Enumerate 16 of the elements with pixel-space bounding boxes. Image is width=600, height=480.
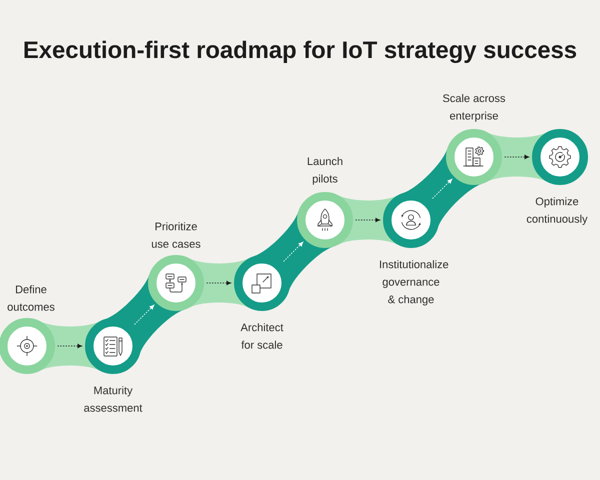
step-label: Prioritize use cases: [152, 222, 200, 248]
step-label: Architect for scale: [240, 323, 284, 349]
arrow: [283, 242, 304, 262]
arrow: [432, 178, 452, 199]
arrow: [57, 344, 82, 348]
arrow: [355, 218, 380, 222]
step-label: Scale across enterprise: [443, 94, 506, 122]
arrow: [206, 280, 232, 286]
step-label: Institutionalize governance & change: [380, 260, 448, 306]
arrow: [504, 154, 530, 160]
step-label: Launch pilots: [308, 157, 342, 185]
title: Execution-first roadmap for IoT strategy success: [24, 40, 576, 64]
step-label: Define outcomes: [8, 285, 54, 311]
arrow: [134, 304, 154, 325]
step-label: Optimize continuously: [526, 197, 588, 225]
step-label: Maturity assessment: [84, 386, 142, 412]
